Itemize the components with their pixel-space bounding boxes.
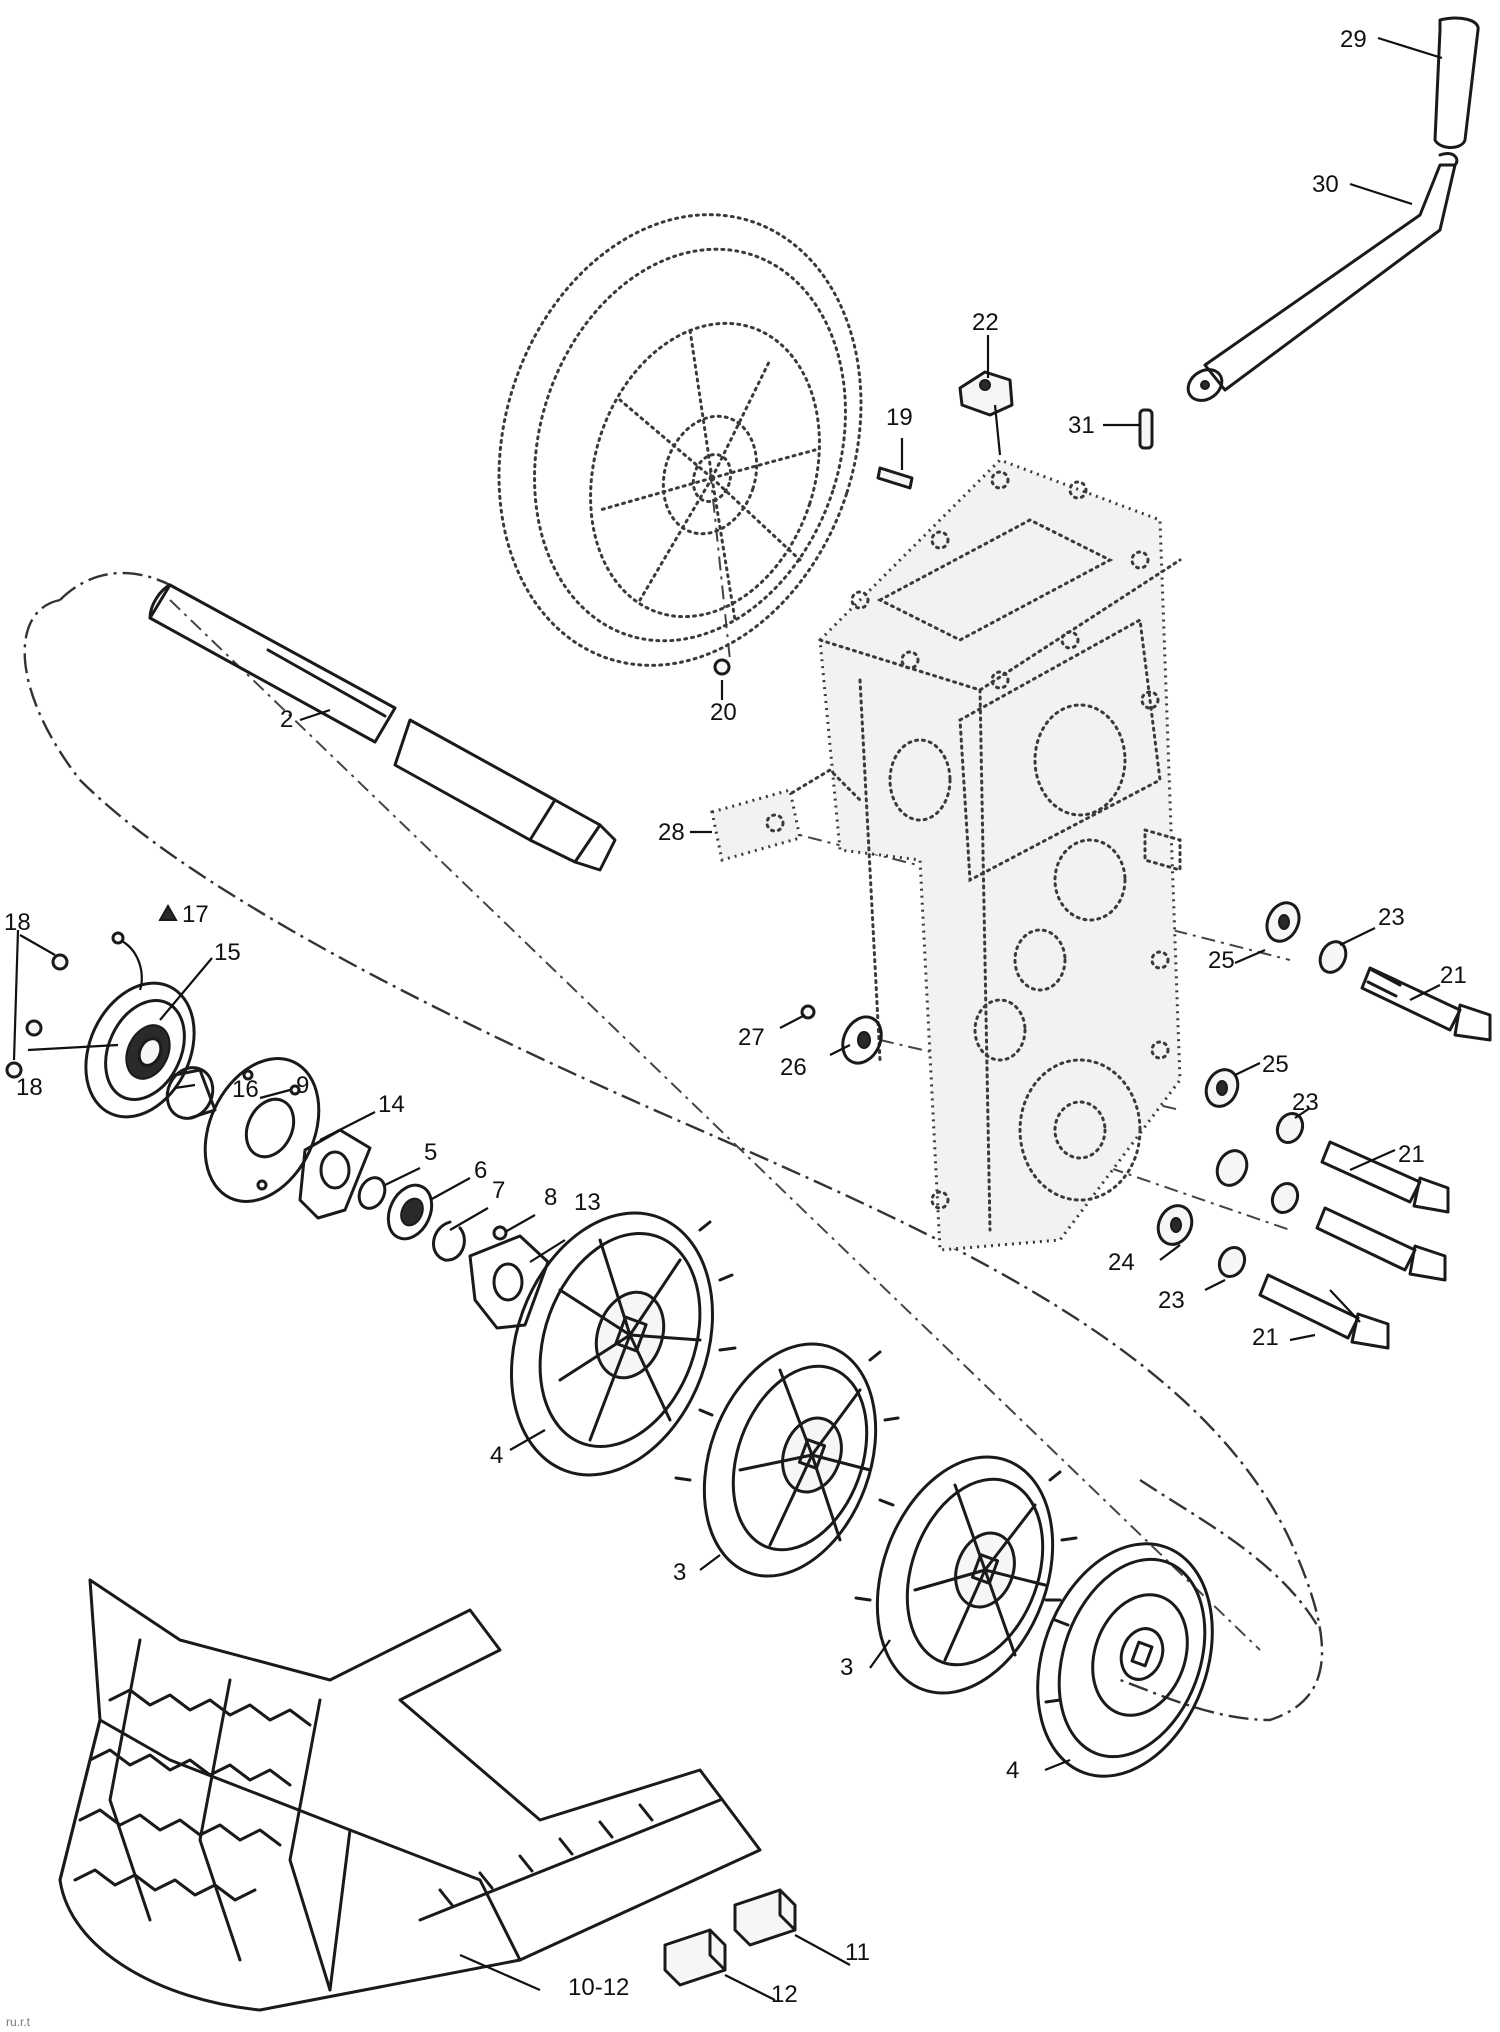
part-22-bracket bbox=[958, 370, 1014, 417]
callout-5: 5 bbox=[424, 1139, 437, 1166]
part-washer-gearbox-left bbox=[1215, 1149, 1249, 1187]
callout-18-top: 18 bbox=[4, 909, 31, 936]
callout-22: 22 bbox=[972, 309, 999, 336]
part-31-dowel bbox=[1138, 408, 1154, 450]
part-6-bearing bbox=[386, 1183, 434, 1241]
callout-labels: 29 30 22 19 31 20 2 28 18 17 15 18 16 9 … bbox=[4, 26, 1467, 2008]
part-18-nut-top bbox=[51, 953, 69, 971]
driveshaft-axis bbox=[169, 599, 1261, 1651]
part-20-nut bbox=[713, 658, 731, 676]
track-belt-outline-top bbox=[59, 571, 171, 601]
part-16-bearing bbox=[165, 1066, 217, 1120]
part-18-nut-bottom bbox=[25, 1019, 43, 1037]
callout-6: 6 bbox=[474, 1157, 487, 1184]
part-25-washer-lower bbox=[1204, 1068, 1240, 1108]
part-11-clip bbox=[733, 1888, 797, 1947]
callout-4-right: 4 bbox=[1006, 1757, 1019, 1784]
track-belt-outline-right bbox=[1139, 1479, 1322, 1631]
part-7-circlip bbox=[432, 1220, 466, 1262]
part-14-gasket bbox=[298, 1128, 372, 1220]
callout-17: 17 bbox=[182, 901, 209, 928]
callout-23-lower: 23 bbox=[1158, 1287, 1185, 1314]
callout-3-upper: 3 bbox=[673, 1559, 686, 1586]
part-18-nut-left bbox=[5, 1061, 23, 1079]
shift-shaft bbox=[778, 768, 862, 802]
part-21-bolt-upper bbox=[1360, 966, 1492, 1042]
callout-24: 24 bbox=[1108, 1249, 1135, 1276]
callout-25-lower: 25 bbox=[1262, 1051, 1289, 1078]
part-5-seal bbox=[357, 1176, 387, 1210]
part-4-sprocket-right bbox=[1036, 1542, 1214, 1778]
part-28-bracket bbox=[710, 788, 802, 862]
callout-3-lower: 3 bbox=[840, 1654, 853, 1681]
corner-code: ru.r.t bbox=[6, 2015, 31, 2029]
part-23-washer-lower-b bbox=[1217, 1245, 1247, 1279]
part-23-washer-upper bbox=[1318, 940, 1348, 974]
part-9-plate bbox=[203, 1057, 321, 1203]
part-21-bolt-middle bbox=[1320, 1140, 1450, 1214]
part-15-bearing-housing bbox=[84, 981, 196, 1119]
callout-8: 8 bbox=[544, 1184, 557, 1211]
track bbox=[58, 1578, 762, 2012]
callout-7: 7 bbox=[492, 1177, 505, 1204]
part-4-sprocket-left bbox=[509, 1211, 715, 1477]
part-21-bolt-lower-b bbox=[1258, 1273, 1390, 1350]
callout-9: 9 bbox=[296, 1072, 309, 1099]
part-26-bushing bbox=[841, 1015, 883, 1065]
callout-13: 13 bbox=[574, 1189, 601, 1216]
callout-26: 26 bbox=[780, 1054, 807, 1081]
part-3-sprocket-middle-2 bbox=[875, 1455, 1055, 1695]
part-19-pin bbox=[876, 466, 914, 490]
part-23-washer-middle bbox=[1275, 1111, 1305, 1145]
pulley-axis bbox=[709, 469, 731, 661]
drive-pulley bbox=[497, 213, 863, 667]
part-3-sprocket-middle-1 bbox=[702, 1342, 878, 1578]
callout-27: 27 bbox=[738, 1024, 765, 1051]
callout-29: 29 bbox=[1340, 26, 1367, 53]
callout-23-upper: 23 bbox=[1378, 904, 1405, 931]
callout-23-middle: 23 bbox=[1292, 1089, 1319, 1116]
part-24-washer bbox=[1156, 1204, 1194, 1246]
part-25-washer-upper bbox=[1265, 901, 1301, 943]
callout-18-bottom: 18 bbox=[16, 1074, 43, 1101]
callout-10-12: 10-12 bbox=[568, 1974, 629, 2001]
leader-lines bbox=[12, 36, 1443, 2001]
callout-21-upper: 21 bbox=[1440, 962, 1467, 989]
driveshaft bbox=[148, 583, 617, 872]
callout-12: 12 bbox=[771, 1981, 798, 2008]
track-belt-outline bbox=[23, 598, 1324, 1722]
callout-14: 14 bbox=[378, 1091, 405, 1118]
callout-31: 31 bbox=[1068, 412, 1095, 439]
part-30-lever bbox=[1186, 152, 1459, 402]
callout-19: 19 bbox=[886, 404, 913, 431]
callout-21-lower: 21 bbox=[1252, 1324, 1279, 1351]
callout-4-left: 4 bbox=[490, 1442, 503, 1469]
callout-30: 30 bbox=[1312, 171, 1339, 198]
part-21-bolt-lower-a bbox=[1315, 1206, 1447, 1282]
part-23-washer-lower-a bbox=[1270, 1181, 1300, 1215]
sprocket-teeth bbox=[674, 1220, 1078, 1704]
callout-25-upper: 25 bbox=[1208, 947, 1235, 974]
callout-16: 16 bbox=[232, 1076, 259, 1103]
callout-15: 15 bbox=[214, 939, 241, 966]
part-13-flange bbox=[468, 1234, 550, 1330]
part-8-bolt bbox=[492, 1225, 508, 1241]
part-12-clip bbox=[663, 1928, 727, 1987]
callout-11: 11 bbox=[845, 1939, 870, 1966]
callout-20: 20 bbox=[710, 699, 737, 726]
callout-2: 2 bbox=[280, 706, 293, 733]
callout-21-middle: 21 bbox=[1398, 1141, 1425, 1168]
gearbox-housing bbox=[818, 458, 1182, 1252]
part-29-grip bbox=[1433, 16, 1480, 149]
part-17-grease-fitting bbox=[158, 903, 178, 921]
callout-28: 28 bbox=[658, 819, 685, 846]
